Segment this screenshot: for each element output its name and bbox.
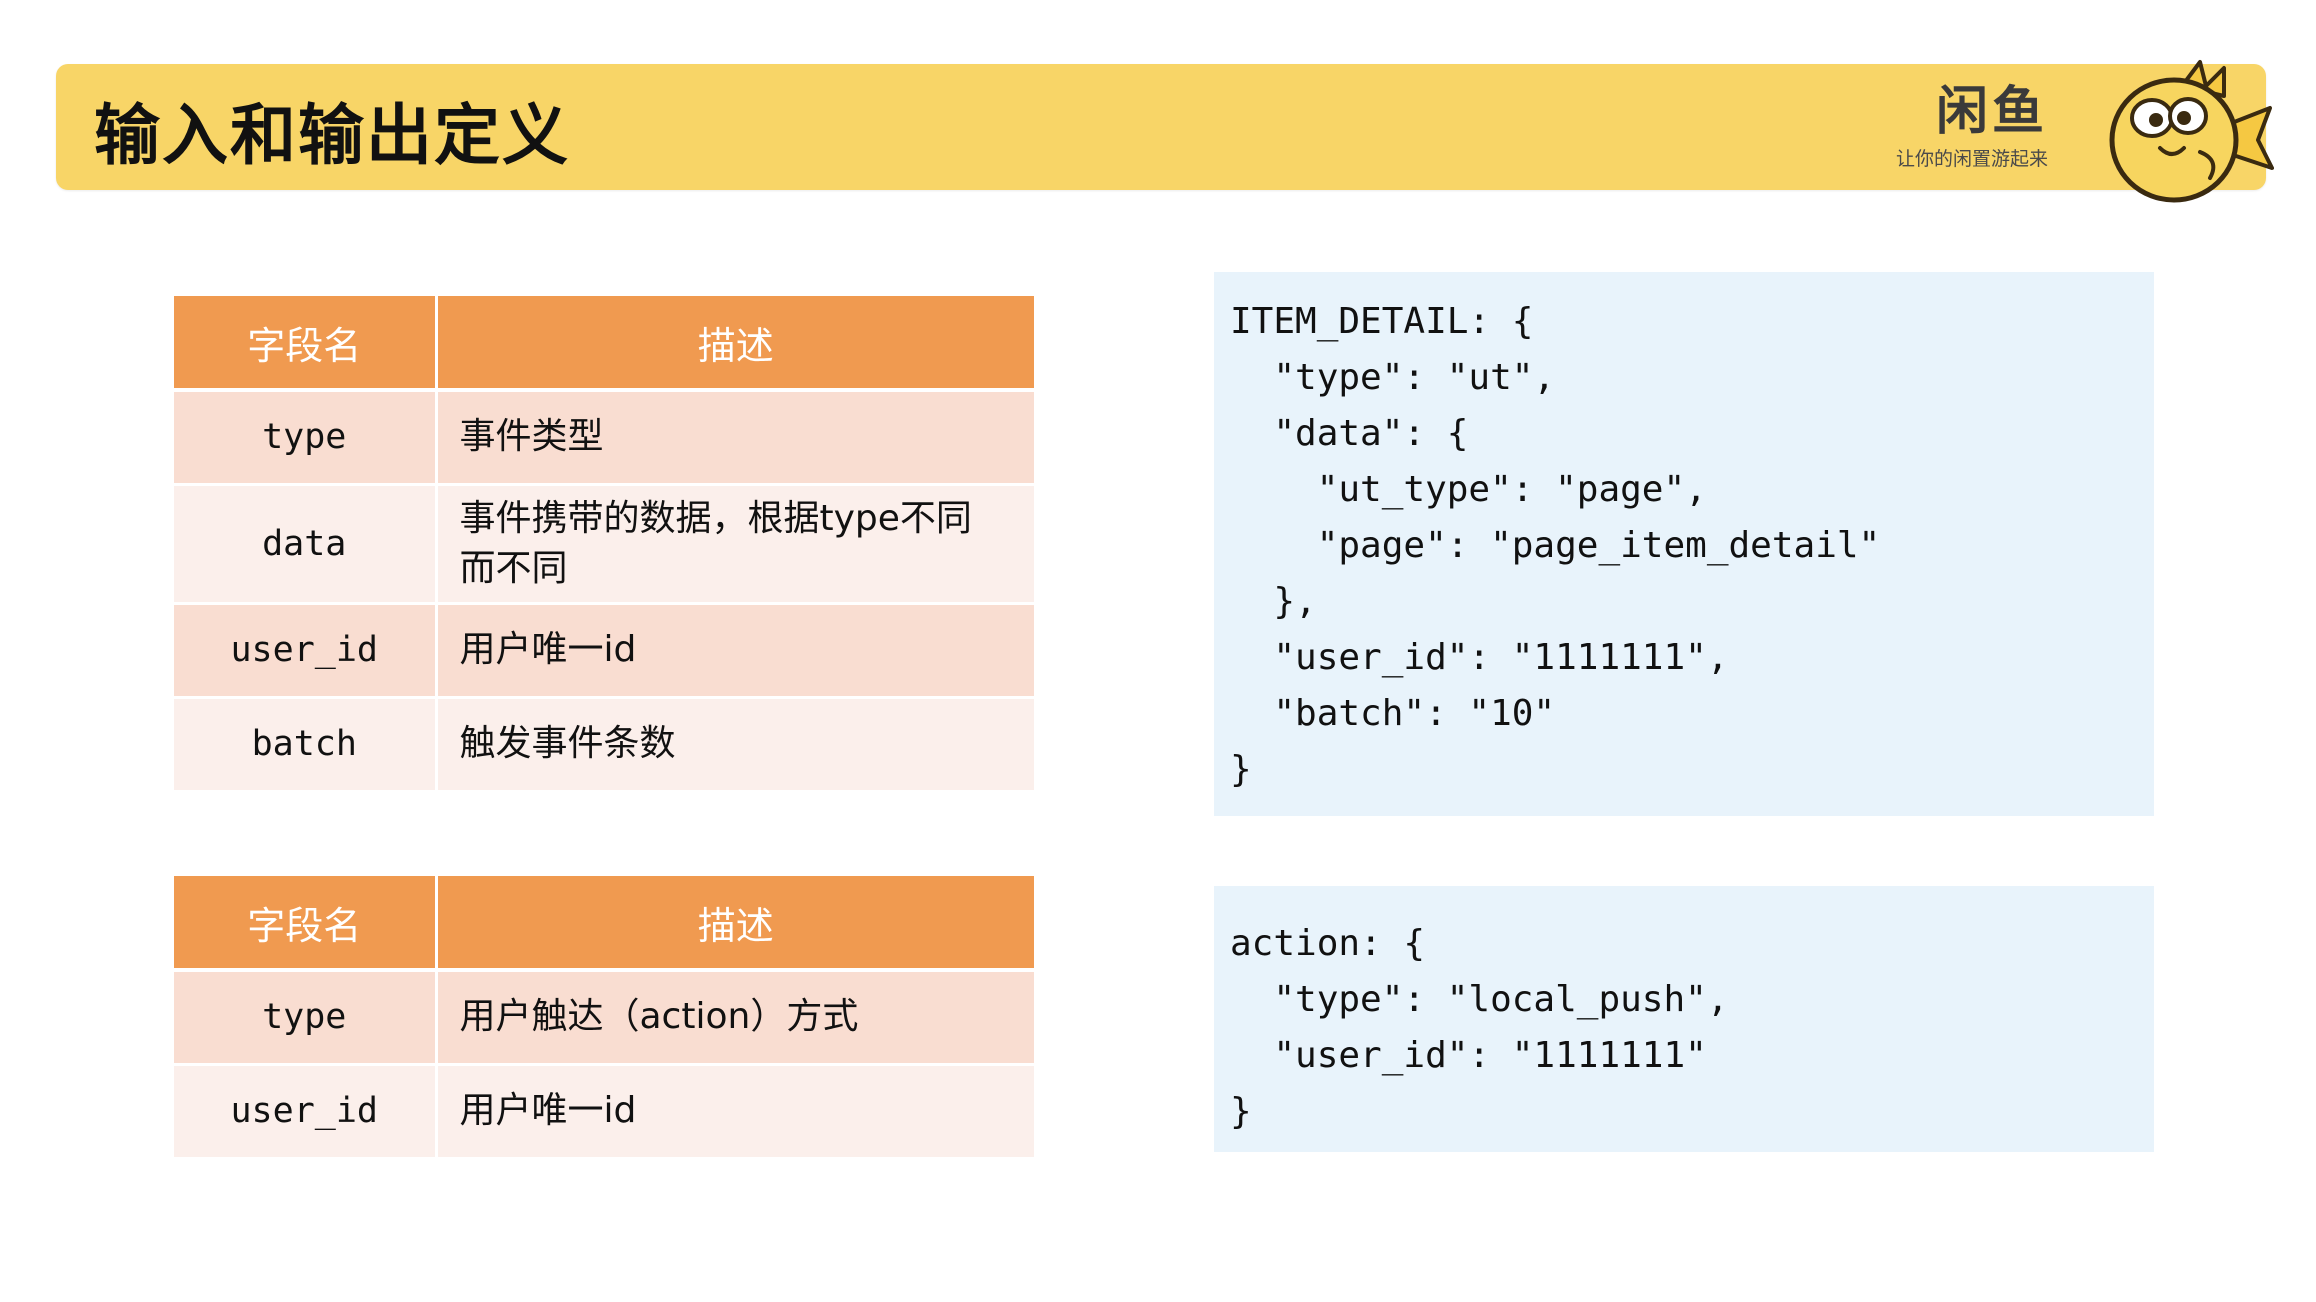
table-row: batch 触发事件条数 (174, 697, 1034, 793)
fish-mascot-icon (2109, 60, 2274, 203)
field-desc-cell: 用户触达（action）方式 (436, 970, 1034, 1066)
code-line: "data": { (1230, 413, 1469, 454)
action-code-block: action: { "type": "local_push", "user_id… (1214, 886, 2154, 1152)
code-line: "user_id": "1111111" (1230, 1035, 1707, 1076)
code-line: "page": "page_item_detail" (1230, 525, 1881, 566)
code-line: ITEM_DETAIL: { (1230, 301, 1534, 342)
output-fields-table: 字段名 描述 type 用户触达（action）方式 user_id 用户唯一i… (174, 876, 1034, 1160)
field-name-cell: data (174, 484, 438, 605)
table-row: user_id 用户唯一id (174, 603, 1034, 699)
table-header-row: 字段名 描述 (174, 876, 1034, 972)
field-name-cell: batch (174, 697, 438, 793)
column-header-description: 描述 (436, 296, 1034, 392)
field-name-cell: type (174, 390, 438, 486)
input-fields-table: 字段名 描述 type 事件类型 data 事件携带的数据，根据type不同 而… (174, 296, 1034, 793)
field-desc-line: 而不同 (459, 547, 568, 589)
field-desc-cell: 用户唯一id (436, 1064, 1034, 1160)
field-name-cell: type (174, 970, 438, 1066)
item-detail-code-block: ITEM_DETAIL: { "type": "ut", "data": { "… (1214, 272, 2154, 816)
code-line: "ut_type": "page", (1230, 469, 1707, 510)
brand-logo: 闲鱼 让你的闲置游起来 (1896, 84, 2048, 171)
field-desc-cell: 事件携带的数据，根据type不同 而不同 (436, 484, 1034, 605)
field-desc-cell: 用户唯一id (436, 603, 1034, 699)
field-desc-cell: 事件类型 (436, 390, 1034, 486)
column-header-field-name: 字段名 (174, 296, 438, 392)
field-name-cell: user_id (174, 1064, 438, 1160)
page-title: 输入和输出定义 (94, 97, 570, 174)
column-header-description: 描述 (436, 876, 1034, 972)
table-header-row: 字段名 描述 (174, 296, 1034, 392)
code-line: "batch": "10" (1230, 693, 1556, 734)
field-desc-line: 事件携带的数据，根据type不同 (459, 497, 972, 539)
code-line: "type": "ut", (1230, 357, 1556, 398)
column-header-field-name: 字段名 (174, 876, 438, 972)
field-name-cell: user_id (174, 603, 438, 699)
brand-slogan: 让你的闲置游起来 (1895, 148, 2048, 170)
code-line: } (1230, 1091, 1252, 1132)
field-desc-cell: 触发事件条数 (436, 697, 1034, 793)
code-line: "user_id": "1111111", (1230, 637, 1729, 678)
code-line: }, (1230, 581, 1317, 622)
table-row: user_id 用户唯一id (174, 1064, 1034, 1160)
code-line: } (1230, 749, 1252, 790)
table-row: data 事件携带的数据，根据type不同 而不同 (174, 484, 1034, 605)
header-banner: 输入和输出定义 闲鱼 让你的闲置游起来 (56, 60, 2274, 203)
brand-name: 闲鱼 (1935, 82, 2048, 142)
code-line: action: { (1230, 923, 1426, 964)
code-line: "type": "local_push", (1230, 979, 1729, 1020)
table-row: type 用户触达（action）方式 (174, 970, 1034, 1066)
table-row: type 事件类型 (174, 390, 1034, 486)
